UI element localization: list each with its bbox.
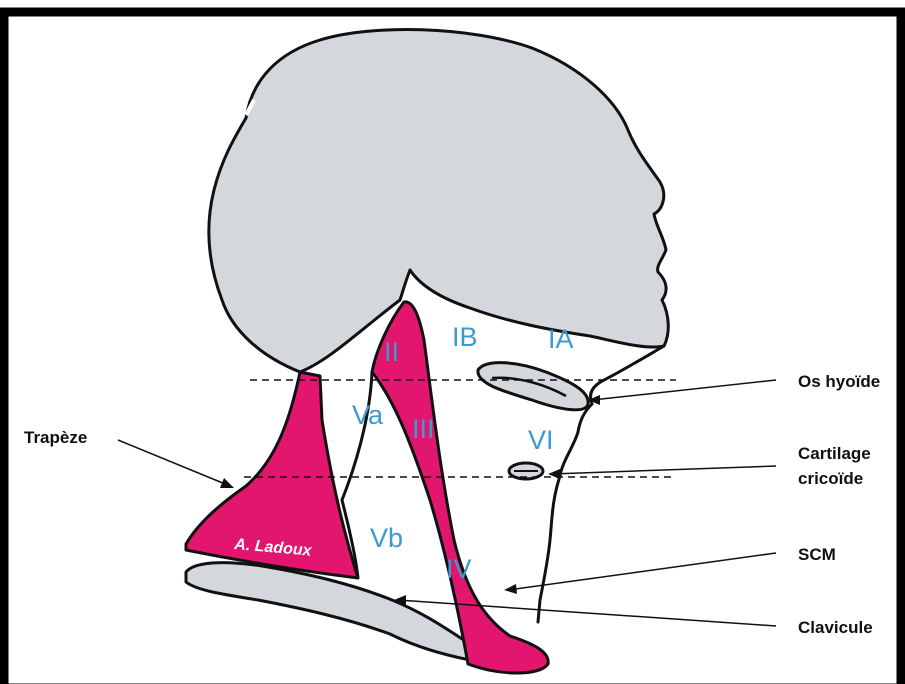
level-ia: IA <box>548 324 574 354</box>
annotation-labels: Os hyoïde Cartilage cricoïde SCM Clavicu… <box>24 372 880 637</box>
hyoid-bone <box>478 363 588 410</box>
level-vb: Vb <box>370 523 403 553</box>
label-trapeze: Trapèze <box>24 428 87 447</box>
trapeze-pointer <box>118 440 230 486</box>
head-shape <box>209 30 669 372</box>
level-ib: IB <box>452 322 478 352</box>
level-labels: IA IB II III IV Va Vb VI <box>352 322 574 584</box>
level-iii: III <box>412 414 435 444</box>
clavicule-pointer <box>398 600 776 626</box>
label-os-hyoide: Os hyoïde <box>798 372 880 391</box>
level-ii: II <box>384 337 399 367</box>
level-va: Va <box>352 400 384 430</box>
level-iv: IV <box>446 554 472 584</box>
label-cartilage: Cartilage <box>798 444 871 463</box>
os-hyoide-pointer <box>592 380 776 400</box>
cartilage-pointer <box>552 466 776 474</box>
clavicle-bone <box>186 563 470 660</box>
scm-arrowhead <box>504 584 517 594</box>
hyoid-body <box>478 363 588 410</box>
label-clavicule: Clavicule <box>798 618 873 637</box>
label-scm: SCM <box>798 545 836 564</box>
trapeze-arrowhead <box>220 478 234 488</box>
level-vi: VI <box>528 425 554 455</box>
label-cricoide: cricoïde <box>798 469 863 488</box>
